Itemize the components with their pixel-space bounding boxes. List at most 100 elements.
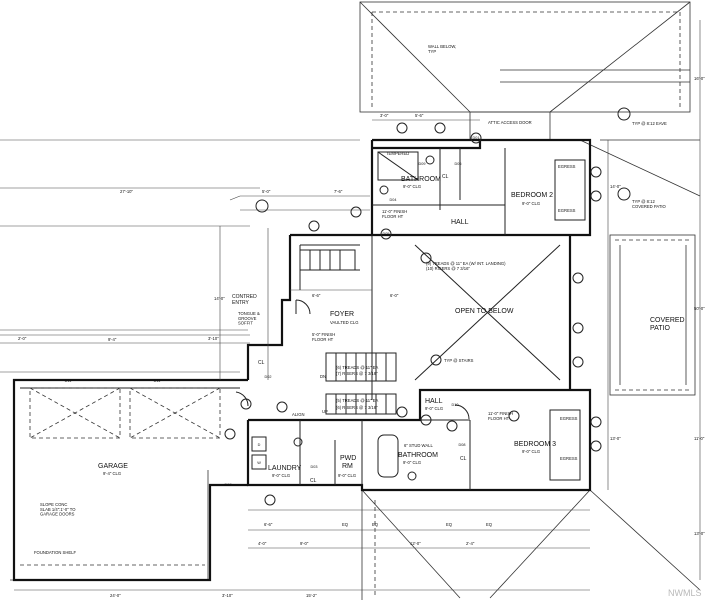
note-egress-bed2-b: EGRESS xyxy=(558,208,576,213)
note-treads-lower-c: (5) TREADS @ 11" EA xyxy=(336,398,379,403)
dim-bot-4-0: 4'-0" xyxy=(258,541,267,546)
stair-dn-upper: DN xyxy=(320,374,326,379)
dim-left-2-0: 2'-0" xyxy=(18,336,27,341)
tag-markers xyxy=(224,107,631,506)
dim-right-13-0: 13'-0" xyxy=(694,531,705,536)
tag-d03: D03 xyxy=(311,465,318,469)
dim-left-5-0: 5'-0" xyxy=(262,189,271,194)
tag-d05: D05 xyxy=(383,232,390,236)
left-lines xyxy=(0,139,360,373)
bathroom-lower-ceiling: 9'-0" CLG xyxy=(403,460,421,465)
dim-bot-9-0: 9'-0" xyxy=(300,541,309,546)
note-wall-below: WALL BELOW,TYP xyxy=(428,44,456,54)
tag-d09: D09 xyxy=(419,162,426,166)
lower-block-walls xyxy=(246,388,592,492)
room-labels: BEDROOM 2 9'-0" CLG BATHROOM 9'-0" CLG T… xyxy=(98,151,685,484)
dim-left-7-6: 7'-6" xyxy=(334,189,343,194)
tempered-label: TEMPERED xyxy=(386,151,409,156)
note-egress-bed3-b: EGRESS xyxy=(560,456,578,461)
note-typ-eave: TYP @ 8:12 EAVE xyxy=(632,121,667,126)
dim-foyer-6-0: 6'-0" xyxy=(390,293,399,298)
garage-walls xyxy=(12,378,249,582)
dim-eq-2: EQ xyxy=(372,522,379,527)
rm-label: RM xyxy=(342,463,353,470)
dim-eq-3: EQ xyxy=(446,522,453,527)
pwd-ceiling: 9'-0" CLG xyxy=(338,473,356,478)
note-egress-bed3-a: EGRESS xyxy=(560,416,578,421)
dim-bot-12-0: 12'-0" xyxy=(410,541,421,546)
note-attic-access: ATTIC ACCESS DOOR xyxy=(488,120,532,125)
dim-foyer-6-6: 6'-6" xyxy=(312,293,321,298)
dim-eq-4: EQ xyxy=(486,522,493,527)
pwd-label: PWD xyxy=(340,455,356,462)
central-block-walls xyxy=(246,233,572,415)
dim-bed3-13-0: 13'-0" xyxy=(610,436,621,441)
tag-dryer: D xyxy=(258,443,261,447)
note-treads-lower-a: (6) TREADS @ 11" EA xyxy=(336,365,379,370)
note-egress-bed2-a: EGRESS xyxy=(558,164,576,169)
dimension-lines xyxy=(0,20,701,591)
note-typ-stairs: TYP @ STAIRS xyxy=(444,358,474,363)
tag-d11-right: D11 xyxy=(154,379,161,383)
closet-label-foyer: CL xyxy=(258,360,265,366)
note-stud-wall: 6" STUD WALL xyxy=(404,443,433,448)
garage-ceiling: 9'-4" CLG xyxy=(103,471,121,476)
open-to-below-label: OPEN TO BELOW xyxy=(455,308,514,315)
dim-left-14-0: 14'-0" xyxy=(214,296,225,301)
tag-d06: D06 xyxy=(455,162,462,166)
tag-d08: D08 xyxy=(459,443,466,447)
laundry-ceiling: 9'-0" CLG xyxy=(272,473,290,478)
dim-bot-3-10: 3'-10" xyxy=(222,593,233,598)
foyer-ceiling: VAULTED CLG xyxy=(330,320,358,325)
dim-eq-1: EQ xyxy=(342,522,349,527)
tag-d04: D04 xyxy=(390,198,397,202)
bedroom2-ceiling: 9'-0" CLG xyxy=(522,201,540,206)
note-align: ALIGN xyxy=(292,412,305,417)
hall-lower-label: HALL xyxy=(425,398,443,405)
garage-label: GARAGE xyxy=(98,463,128,470)
roof-lines-top xyxy=(359,1,701,197)
dim-bot-6-6: 6'-6" xyxy=(264,522,273,527)
note-treads-lower-d: (6) RISERS @ 7 3/16" xyxy=(336,405,378,410)
dim-bot-24-0: 24'-0" xyxy=(110,593,121,598)
note-foundation-shelf: FOUNDATION SHELF xyxy=(34,550,76,555)
note-treads-upper: (9) TREADS @ 11" EA (W/ INT. LANDING)(10… xyxy=(426,261,506,271)
dim-bot-2-4: 2'-4" xyxy=(466,541,475,546)
notes: WALL BELOW,TYP ATTIC ACCESS DOOR TYP @ 8… xyxy=(34,44,702,598)
dim-left-3-10: 3'-10" xyxy=(208,336,219,341)
dim-gar-9-4: 9'-4" xyxy=(108,337,117,342)
bedroom2-label: BEDROOM 2 xyxy=(511,192,553,199)
tag-d07: D07 xyxy=(225,483,232,487)
watermark: NWMLS xyxy=(668,588,702,598)
closet-label-bath: CL xyxy=(442,174,449,180)
bedroom3-label: BEDROOM 3 xyxy=(514,441,556,448)
laundry-label: LAUNDRY xyxy=(268,465,302,472)
note-treads-lower-b: (7) RISERS @ 7 3/16" xyxy=(336,371,378,376)
foyer-label: FOYER xyxy=(330,311,354,318)
tag-d01: D01 xyxy=(473,136,480,140)
bathroom-upper-ceiling: 9'-0" CLG xyxy=(403,184,421,189)
dim-right-50: 50'-0" xyxy=(694,306,705,311)
bathroom-upper-label: BATHROOM xyxy=(401,176,441,183)
dim-bed2-14-0: 14'-0" xyxy=(610,184,621,189)
tag-d02: D02 xyxy=(265,375,272,379)
tag-labels: D01 D02 D03 D04 D05 D06 D07 D08 D09 D10 … xyxy=(65,136,480,487)
dim-left-27-10: 27'-10" xyxy=(120,189,134,194)
stair-up-upper: UP xyxy=(322,409,328,414)
bathroom-lower-label: BATHROOM xyxy=(398,452,438,459)
closet-label-laundry: CL xyxy=(310,478,317,484)
dim-right-16-0: 16'-0" xyxy=(694,76,705,81)
dimension-labels: 3'-0" 5'-6" 27'-10" 5'-0" 7'-6" 6'-6" 6'… xyxy=(18,76,705,598)
hall-upper-label: HALL xyxy=(451,219,469,226)
tag-d11-left: D11 xyxy=(65,379,72,383)
roof-lines-right xyxy=(609,234,696,396)
closet-label-bed3: CL xyxy=(460,456,467,462)
